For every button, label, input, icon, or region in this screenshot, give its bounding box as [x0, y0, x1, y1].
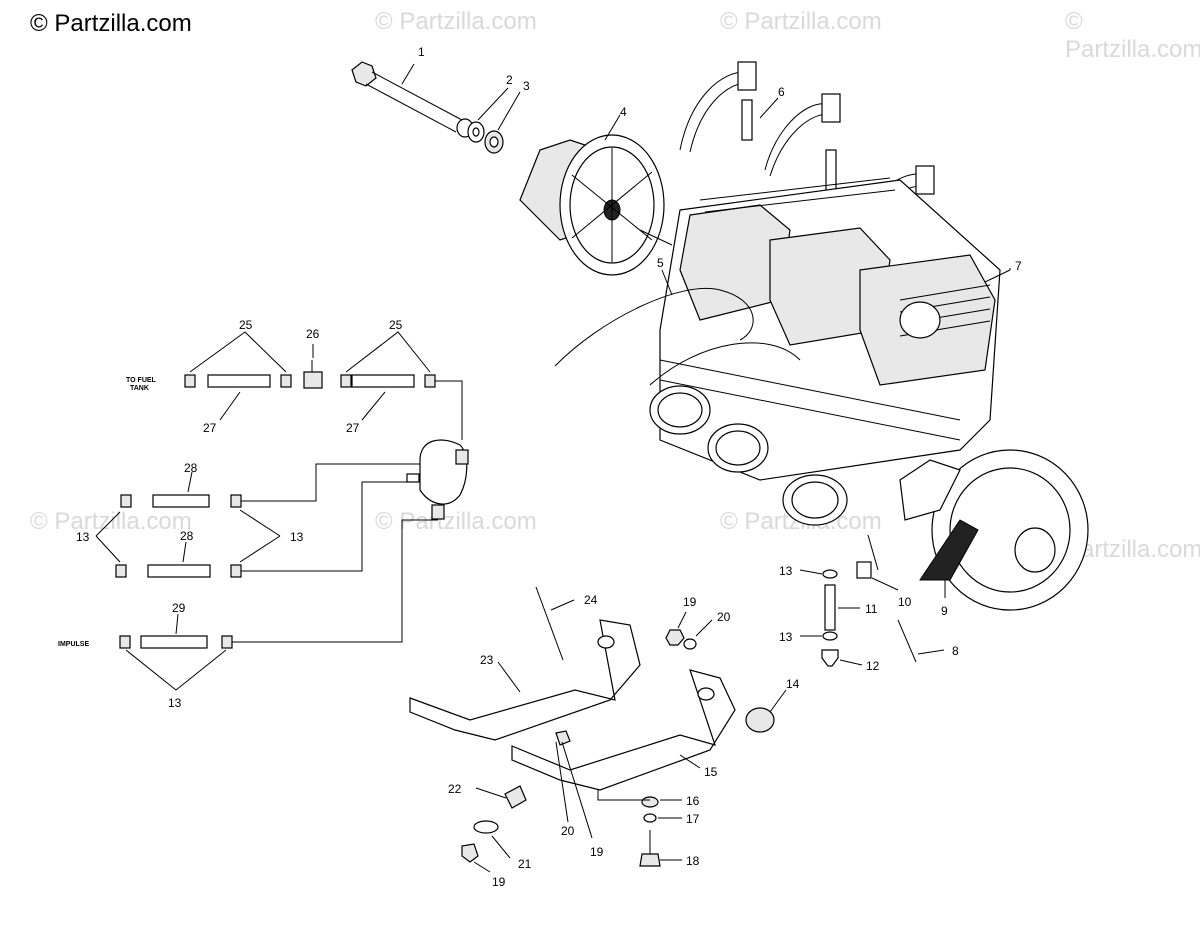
watermark: © Partzilla.com: [720, 8, 882, 35]
callout-25: 25: [389, 318, 403, 332]
engine-block: [554, 177, 1089, 611]
callout-11: 11: [865, 602, 878, 616]
callout-13: 13: [290, 530, 304, 544]
callout-28: 28: [180, 529, 194, 543]
callout-21: 21: [518, 857, 532, 871]
callout-19: 19: [590, 845, 604, 859]
callout-2: 2: [506, 73, 513, 87]
callout-26: 26: [306, 327, 320, 341]
mount-brackets: [409, 586, 736, 791]
callout-19: 19: [492, 875, 506, 889]
callout-4: 4: [620, 105, 627, 119]
callout-24: 24: [584, 593, 598, 607]
callout-23: 23: [480, 653, 494, 667]
callout-13: 13: [779, 630, 793, 644]
callout-6: 6: [778, 85, 785, 99]
callout-7: 7: [1015, 259, 1022, 273]
to-fuel-tank-label: TANK: [130, 385, 149, 392]
callout-27: 27: [346, 421, 360, 435]
callout-22: 22: [448, 782, 462, 796]
callout-27: 27: [203, 421, 217, 435]
copyright-text: © Partzilla.com: [30, 10, 192, 37]
callout-8: 8: [952, 644, 959, 658]
callout-28: 28: [184, 461, 198, 475]
fitting-stack: [799, 569, 863, 667]
callout-3: 3: [523, 79, 530, 93]
callout-5: 5: [657, 256, 664, 270]
watermark: © Partzilla.com: [1065, 8, 1200, 63]
callout-17: 17: [686, 812, 700, 826]
callout-9: 9: [941, 604, 948, 618]
callout-29: 29: [172, 601, 186, 615]
callout-13: 13: [168, 696, 182, 710]
rod-part: [897, 619, 945, 663]
callout-19: 19: [683, 595, 697, 609]
callout-18: 18: [686, 854, 700, 868]
callout-13: 13: [779, 564, 793, 578]
pulley-part: [519, 114, 673, 276]
bolt-part: [351, 61, 474, 138]
callout-25: 25: [239, 318, 253, 332]
callout-14: 14: [786, 677, 800, 691]
callout-1: 1: [418, 45, 425, 59]
callout-20: 20: [717, 610, 731, 624]
watermark: © Partzilla.com: [375, 8, 537, 35]
mount-hardware: [461, 611, 787, 873]
to-fuel-tank-label: TO FUEL: [126, 377, 157, 384]
callout-15: 15: [704, 765, 718, 779]
callout-10: 10: [898, 595, 912, 609]
callout-12: 12: [866, 659, 880, 673]
callout-16: 16: [686, 794, 700, 808]
callout-13: 13: [76, 530, 90, 544]
fuel-pump-system: [95, 331, 469, 691]
washer-part: [467, 87, 521, 154]
callout-20: 20: [561, 824, 575, 838]
impulse-label: IMPULSE: [58, 641, 89, 648]
